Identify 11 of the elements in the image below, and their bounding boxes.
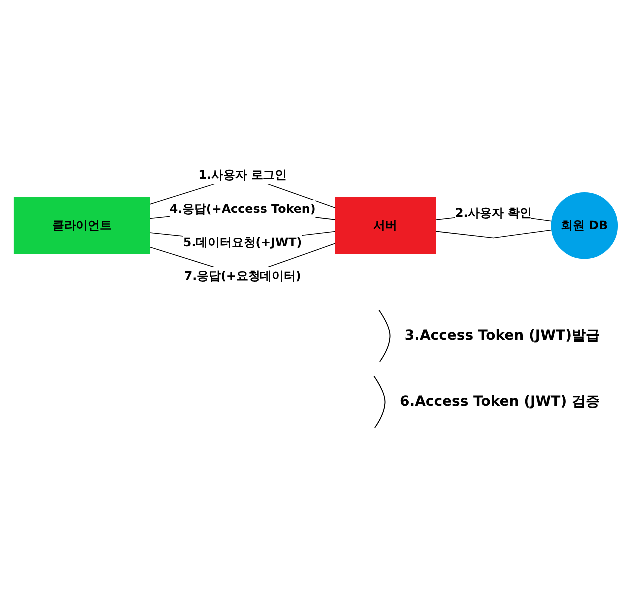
node-circle: 회원 DB [551,192,618,259]
edge-label: 5.데이터요청(+JWT) [183,235,302,250]
edge-label: 2.사용자 확인 [455,206,532,220]
edge-label: 4.응답(+Access Token) [170,201,316,216]
step-label: 3.Access Token (JWT)발급 [404,327,600,346]
node-box: 서버 [335,197,436,254]
step-label: 6.Access Token (JWT) 검증 [400,393,600,412]
edge-label: 7.응답(+요청데이터) [184,268,302,284]
node-box: 클라이언트 [14,197,150,254]
edge-label: 1.사용자 로그인 [198,168,287,182]
connector [435,230,552,238]
